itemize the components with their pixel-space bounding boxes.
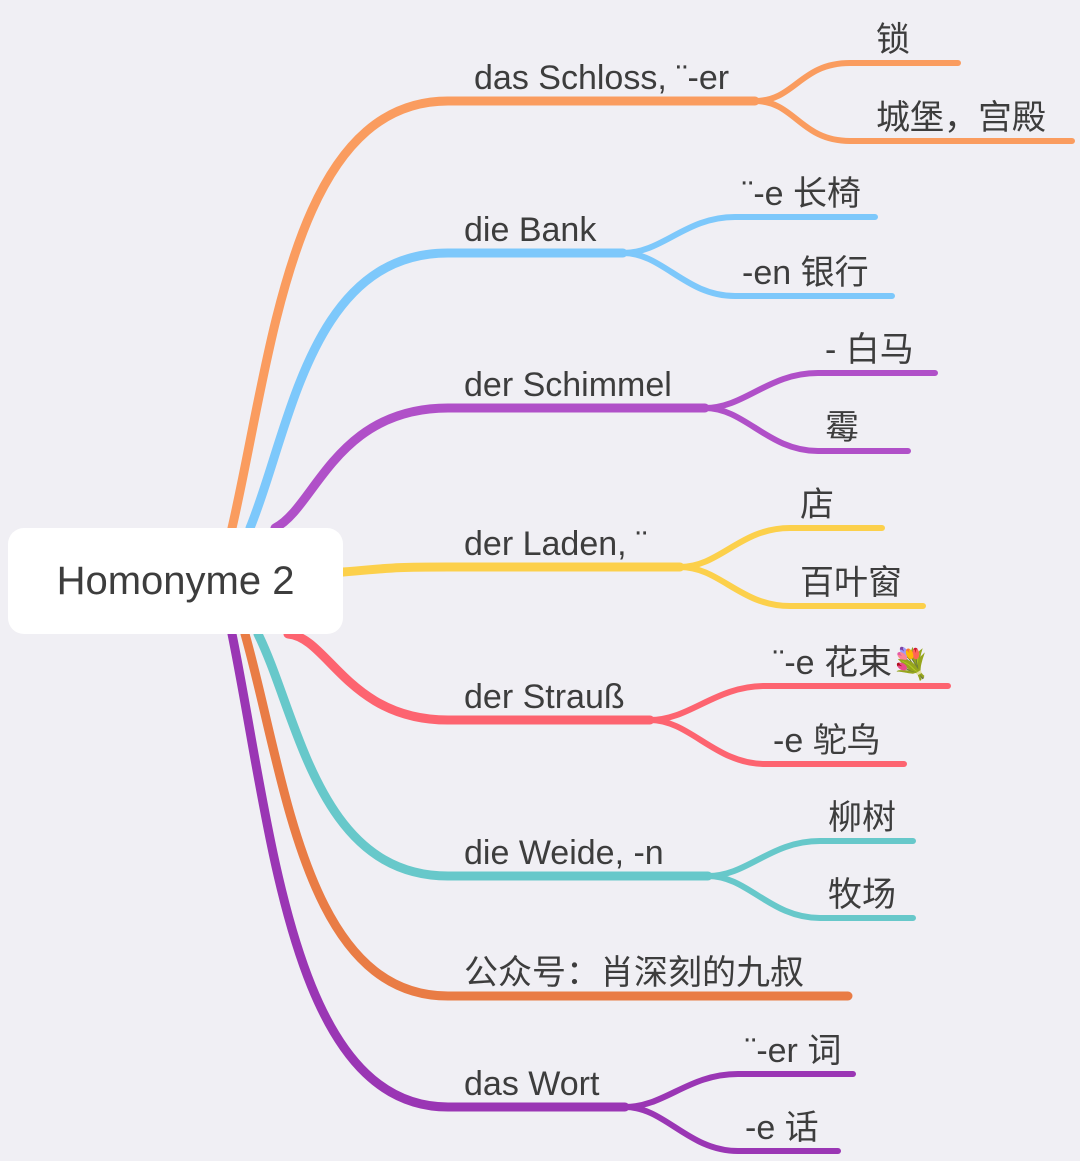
- branch-label-5-text: die Weide, -n: [464, 834, 664, 872]
- branch-connector-5: [253, 629, 713, 881]
- branch-label-2[interactable]: der Schimmel: [464, 368, 672, 402]
- branch-label-0[interactable]: das Schloss, ¨-er: [474, 61, 729, 95]
- branch-label-0-text: das Schloss, ¨-er: [474, 59, 730, 97]
- central-topic-node[interactable]: Homonyme 2: [8, 528, 343, 634]
- subtopic-label-4-0[interactable]: ¨-e 花束💐: [773, 646, 929, 680]
- subtopic-label-3-1-text: 百叶窗: [800, 564, 902, 602]
- subtopic-label-2-1[interactable]: 霉: [825, 411, 859, 445]
- subtopic-connector-3-0: [677, 525, 885, 570]
- subtopic-connector-7-1: [622, 1104, 841, 1154]
- subtopic-label-2-0-text: - 白马: [825, 331, 914, 369]
- branch-connector-0: [227, 96, 760, 533]
- branch-connector-3: [338, 562, 685, 577]
- branch-label-1[interactable]: die Bank: [464, 213, 596, 247]
- subtopic-label-0-0[interactable]: 锁: [876, 23, 910, 57]
- subtopic-label-1-0-text: ¨-e 长椅: [742, 175, 861, 213]
- subtopic-label-4-1[interactable]: -e 鸵鸟: [773, 724, 881, 758]
- subtopic-connector-1-1: [620, 250, 895, 299]
- subtopic-connector-4-0: [647, 683, 951, 723]
- subtopic-label-4-0-text: ¨-e 花束: [773, 644, 892, 682]
- subtopic-label-1-0[interactable]: ¨-e 长椅: [742, 177, 861, 211]
- subtopic-connector-2-1: [702, 405, 911, 454]
- subtopic-connector-0-1: [752, 98, 1075, 144]
- flower-bouquet-icon: 💐: [892, 648, 930, 681]
- subtopic-label-0-0-text: 锁: [876, 21, 910, 59]
- branch-label-6[interactable]: 公众号：肖深刻的九叔: [464, 956, 804, 990]
- subtopic-connector-0-0: [752, 60, 961, 104]
- subtopic-label-5-0-text: 柳树: [828, 799, 896, 837]
- branch-label-4-text: der Strauß: [464, 678, 625, 716]
- central-topic-label: Homonyme 2: [56, 558, 295, 603]
- branch-label-6-text: 公众号：肖深刻的九叔: [464, 954, 804, 992]
- subtopic-label-5-1-text: 牧场: [828, 876, 896, 914]
- subtopic-label-0-1-text: 城堡，宫殿: [876, 99, 1046, 137]
- subtopic-label-5-0[interactable]: 柳树: [828, 801, 896, 835]
- subtopic-label-0-1[interactable]: 城堡，宫殿: [876, 101, 1046, 135]
- subtopic-connector-4-1: [647, 717, 907, 767]
- subtopic-label-7-1-text: -e 话: [745, 1109, 819, 1147]
- branch-label-3[interactable]: der Laden, ¨: [464, 527, 647, 561]
- branch-connector-2: [270, 403, 710, 533]
- subtopic-label-7-1[interactable]: -e 话: [745, 1111, 819, 1145]
- subtopic-label-3-0-text: 店: [800, 486, 834, 524]
- branch-connector-6: [240, 629, 853, 1001]
- subtopic-label-4-1-text: -e 鸵鸟: [773, 722, 881, 760]
- branch-label-5[interactable]: die Weide, -n: [464, 836, 664, 870]
- subtopic-connector-1-0: [620, 214, 878, 256]
- branch-connector-7: [227, 629, 630, 1112]
- subtopic-connector-2-0: [702, 370, 938, 411]
- subtopic-connector-7-0: [622, 1071, 856, 1110]
- branch-label-7-text: das Wort: [464, 1065, 600, 1103]
- subtopic-label-1-1-text: -en 银行: [742, 254, 869, 292]
- subtopic-connector-5-0: [705, 838, 916, 879]
- subtopic-label-2-1-text: 霉: [825, 409, 859, 447]
- subtopic-connector-3-1: [677, 564, 926, 609]
- subtopic-label-3-1[interactable]: 百叶窗: [800, 566, 902, 600]
- branch-label-7[interactable]: das Wort: [464, 1067, 599, 1101]
- branch-connector-4: [283, 629, 655, 725]
- branch-label-4[interactable]: der Strauß: [464, 680, 625, 714]
- subtopic-label-3-0[interactable]: 店: [800, 488, 834, 522]
- branch-label-1-text: die Bank: [464, 211, 597, 249]
- branch-label-2-text: der Schimmel: [464, 366, 672, 404]
- subtopic-label-7-0[interactable]: ¨-er 词: [745, 1034, 841, 1068]
- subtopic-label-5-1[interactable]: 牧场: [828, 878, 896, 912]
- branch-label-3-text: der Laden, ¨: [464, 525, 648, 563]
- subtopic-connector-5-1: [705, 873, 916, 921]
- subtopic-label-2-0[interactable]: - 白马: [825, 333, 914, 367]
- subtopic-label-7-0-text: ¨-er 词: [745, 1032, 842, 1070]
- subtopic-label-1-1[interactable]: -en 银行: [742, 256, 869, 290]
- branch-connector-1: [245, 248, 628, 533]
